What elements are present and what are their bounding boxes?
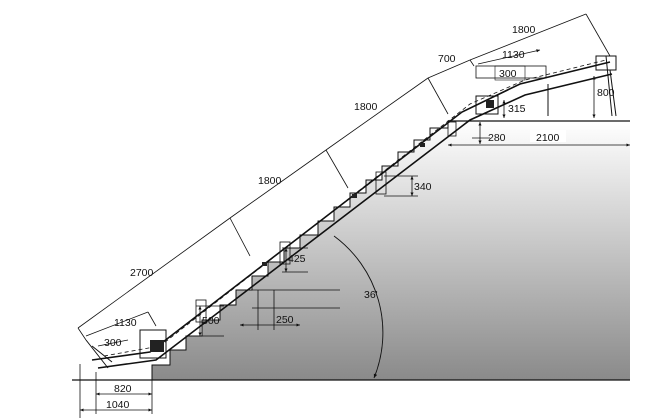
dimension-300-bottom: 300 [97, 337, 129, 349]
dimension-425: 425 [282, 247, 308, 273]
dimension-315: 315 [502, 100, 526, 118]
dimension-1040: 1040 [79, 364, 152, 418]
label-800: 800 [597, 87, 615, 99]
ground-mass [152, 121, 630, 380]
dimension-2700: 2700 [77, 217, 231, 341]
dimension-500: 500 [196, 305, 224, 337]
dimension-820: 820 [95, 372, 153, 414]
dimension-1800-top: 1800 [469, 13, 611, 61]
label-300-top: 300 [499, 68, 517, 80]
angle-indicator: 36' [333, 235, 384, 379]
label-820: 820 [114, 383, 132, 395]
dimension-2100: 2100 [448, 130, 630, 147]
dimension-700: 700 [427, 53, 475, 79]
escalator-truss [85, 55, 617, 369]
label-1800-lower: 1800 [258, 175, 282, 187]
dimension-800: 800 [592, 76, 615, 118]
label-280: 280 [488, 132, 506, 144]
label-315: 315 [508, 103, 526, 115]
label-1800-upper: 1800 [354, 101, 378, 113]
label-1040: 1040 [106, 399, 130, 411]
label-1800-top: 1800 [512, 24, 536, 36]
label-2100: 2100 [536, 132, 560, 144]
dimension-300-top: 300 [494, 65, 526, 81]
dimension-1800-lower: 1800 [229, 149, 349, 257]
dimension-280: 280 [472, 122, 506, 144]
label-1130-top: 1130 [502, 49, 525, 61]
dimension-340: 340 [384, 175, 432, 197]
label-250: 250 [276, 314, 294, 326]
label-1130-bottom: 1130 [114, 317, 137, 329]
dimension-1800-upper: 1800 [325, 77, 449, 151]
dimension-1130-bottom: 1130 [85, 311, 157, 337]
label-300-bottom: 300 [104, 337, 122, 349]
label-2700: 2700 [130, 267, 154, 279]
angle-label: 36' [364, 289, 378, 301]
label-500: 500 [202, 315, 220, 327]
dimension-1130-top: 1130 [477, 49, 541, 65]
label-700: 700 [438, 53, 456, 65]
dimension-250: 250 [240, 289, 340, 330]
label-425: 425 [288, 253, 306, 265]
label-340: 340 [414, 181, 432, 193]
